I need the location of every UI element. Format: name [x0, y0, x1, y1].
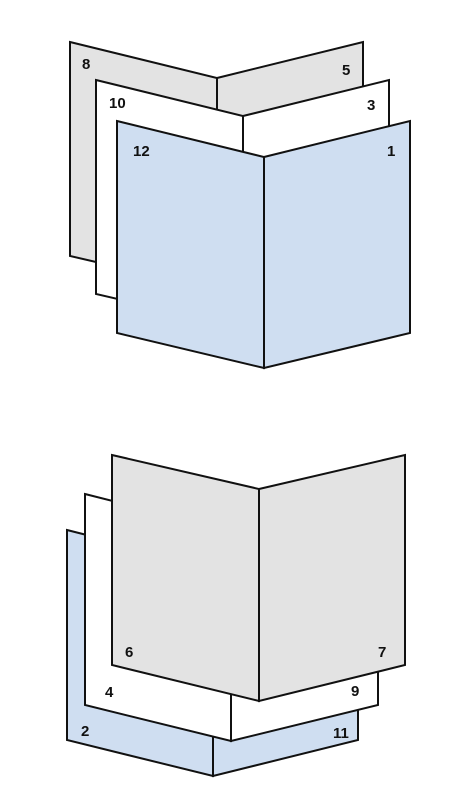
page-number-1: 1	[387, 143, 395, 160]
page-number-2: 2	[81, 723, 89, 740]
top-sheet-front-right-page	[263, 119, 411, 370]
page-number-10: 10	[109, 95, 126, 112]
bottom-sheet-front-right-page	[258, 453, 406, 703]
page-number-11: 11	[333, 725, 349, 742]
page-number-8: 8	[82, 56, 90, 73]
page-number-3: 3	[367, 97, 375, 114]
bottom-sheet-front-left-page	[111, 453, 260, 703]
bottom-sheet-front: 6 7	[111, 453, 406, 703]
page-number-6: 6	[125, 644, 133, 661]
page-number-9: 9	[351, 683, 359, 700]
page-number-12: 12	[133, 143, 150, 160]
page-number-5: 5	[342, 62, 350, 79]
page-number-7: 7	[378, 644, 386, 661]
page-number-4: 4	[105, 684, 114, 701]
top-sheet-front: 12 1	[116, 119, 411, 370]
